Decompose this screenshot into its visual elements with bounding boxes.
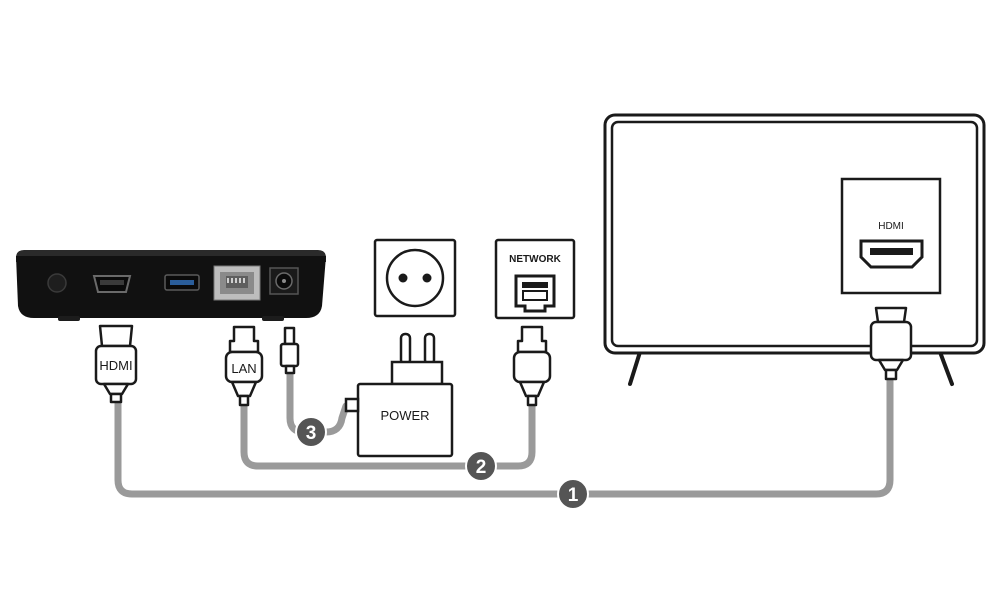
step-badge-3: 3 bbox=[295, 416, 327, 448]
reset-button-icon bbox=[47, 273, 67, 293]
tv-hdmi-port-label: HDMI bbox=[878, 221, 904, 232]
cables bbox=[114, 368, 894, 498]
usb-port-icon bbox=[164, 274, 200, 291]
ethernet-port-icon bbox=[514, 274, 556, 313]
lan-plug-network bbox=[512, 325, 552, 407]
step-number-3: 3 bbox=[306, 423, 317, 444]
power-adapter bbox=[344, 332, 454, 458]
network-wall-port bbox=[494, 238, 576, 320]
hdmi-port-icon bbox=[859, 239, 924, 269]
hdmi-plug-tv bbox=[869, 306, 913, 381]
dc-jack-icon bbox=[269, 267, 299, 295]
box-hdmi-port-icon bbox=[92, 275, 132, 293]
cable-lan bbox=[240, 401, 536, 470]
step-badge-2: 2 bbox=[465, 450, 497, 482]
step-number-1: 1 bbox=[568, 485, 579, 506]
power-adapter-label: POWER bbox=[380, 408, 429, 423]
cable-hdmi bbox=[114, 374, 894, 498]
step-badge-1: 1 bbox=[557, 478, 589, 510]
set-top-box bbox=[16, 250, 326, 321]
step-number-2: 2 bbox=[476, 457, 487, 478]
hdmi-plug-box bbox=[94, 324, 138, 404]
lan-plug-box bbox=[224, 325, 264, 407]
dc-plug bbox=[279, 326, 300, 375]
lan-plug-label: LAN bbox=[231, 361, 256, 376]
network-port-label: NETWORK bbox=[509, 254, 561, 265]
box-lan-port-icon bbox=[213, 265, 261, 301]
wall-socket-icon bbox=[373, 238, 457, 318]
hdmi-plug-label: HDMI bbox=[99, 358, 132, 373]
tv-screen bbox=[603, 113, 986, 386]
tv-port-panel bbox=[840, 177, 942, 295]
